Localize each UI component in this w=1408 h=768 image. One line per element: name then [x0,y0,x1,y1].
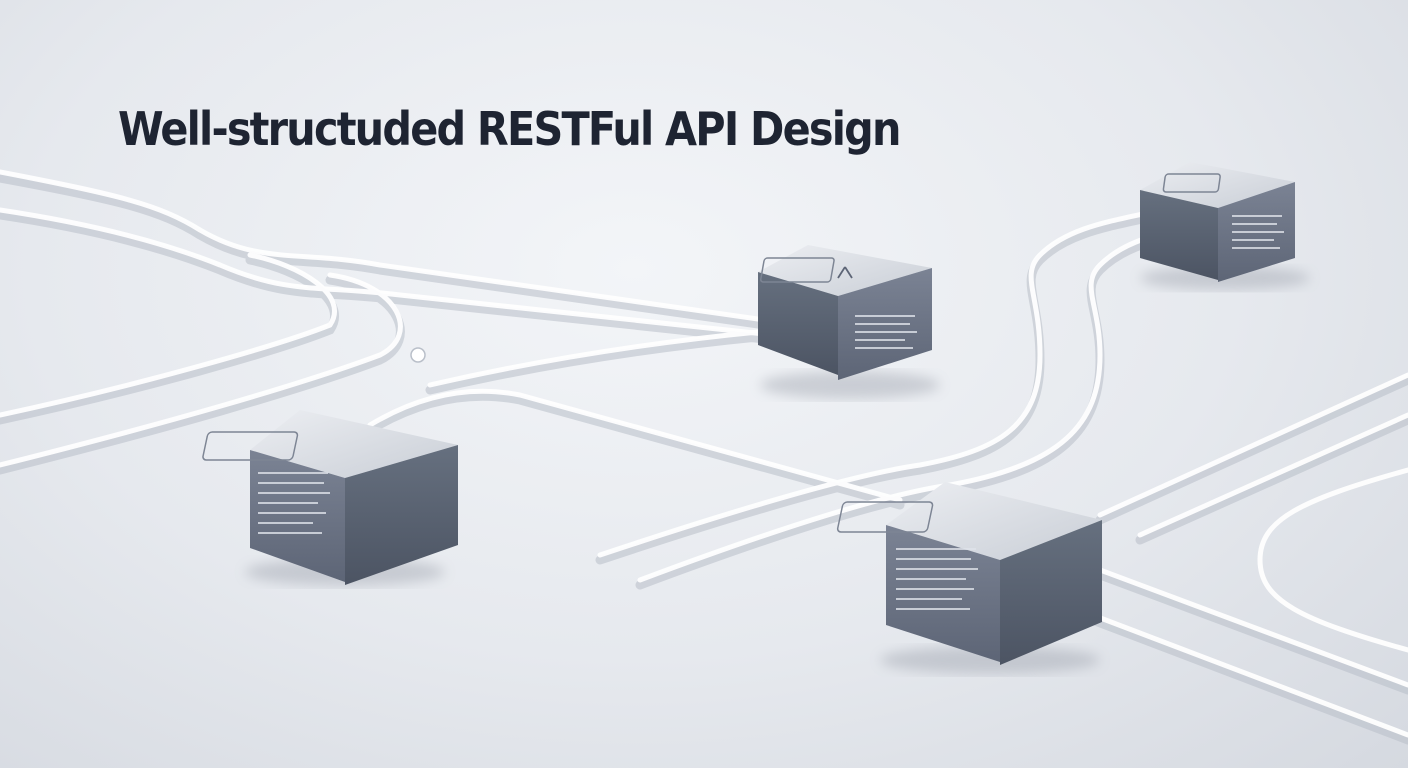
cube-text-lines [258,472,330,534]
cube-right-top [1140,162,1310,290]
cube-text-lines [896,548,978,610]
cube-text-lines [1232,215,1284,249]
cube-text-lines [855,315,917,349]
cube-bottom [836,482,1102,674]
pipe-highlights [0,169,1408,738]
square-icon [1162,173,1221,193]
cube-left [202,410,458,586]
arrow-icon [759,257,835,283]
pipes [0,169,1408,745]
page-title: Well-structuded RESTFul API Design [118,102,901,156]
pipe-shadows [0,173,1408,745]
document-icon [202,431,299,461]
bracket-icon [836,501,934,533]
cube-middle [758,245,940,399]
pipe-joint [410,347,426,363]
